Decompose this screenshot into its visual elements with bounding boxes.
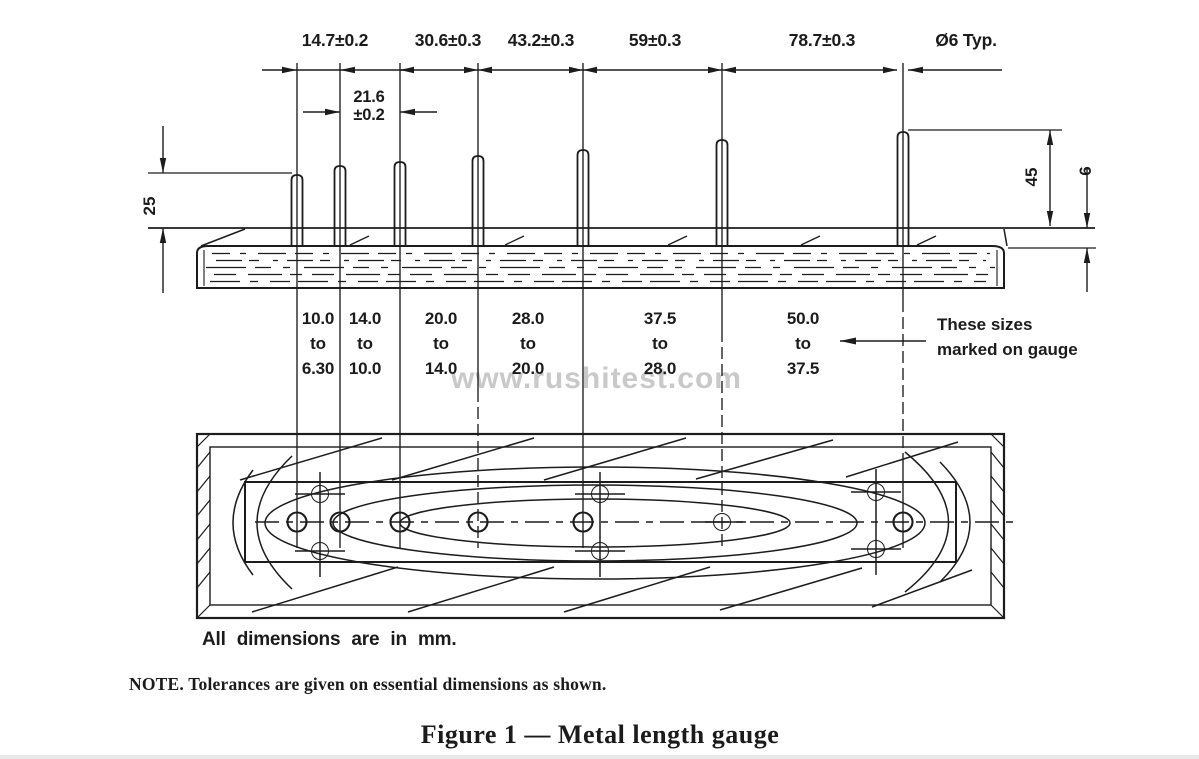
side-view xyxy=(148,131,1095,289)
range-3-to: to xyxy=(433,334,449,353)
range-5-max: 37.5 xyxy=(643,309,677,328)
figure-caption: Figure 1 — Metal length gauge xyxy=(420,720,780,749)
range-2-to: to xyxy=(357,334,373,353)
gauge-pins xyxy=(290,131,910,247)
annotation-line-1: These sizes xyxy=(937,315,1033,334)
range-5-min: 28.0 xyxy=(643,359,677,378)
size-range-3: 20.0 to 14.0 xyxy=(425,306,457,381)
range-1-max: 10.0 xyxy=(301,309,335,328)
range-4-min: 20.0 xyxy=(511,359,545,378)
end-grain-hatch xyxy=(196,433,1005,619)
pin-holes xyxy=(286,511,914,533)
range-6-to: to xyxy=(795,334,811,353)
dim-label-pin-diameter: Ø6 Typ. xyxy=(935,30,997,50)
size-range-2: 14.0 to 10.0 xyxy=(349,306,381,381)
dim-label-59: 59±0.3 xyxy=(628,30,682,50)
screw-holes xyxy=(311,483,885,560)
dim-21-6-tolerance: ±0.2 xyxy=(353,106,385,124)
plan-view xyxy=(195,432,1016,620)
dim-label-43-2: 43.2±0.3 xyxy=(507,30,575,50)
side-wood-grain xyxy=(206,252,995,283)
range-2-max: 14.0 xyxy=(348,309,382,328)
watermark: www.rushitest.com xyxy=(451,362,742,395)
range-1-to: to xyxy=(310,334,326,353)
range-2-min: 10.0 xyxy=(348,359,382,378)
scan-edge xyxy=(0,755,1199,759)
plan-wood-grain xyxy=(232,437,973,613)
size-range-1: 10.0 to 6.30 xyxy=(302,306,334,381)
dim-label-78-7: 78.7±0.3 xyxy=(788,30,856,50)
range-3-min: 14.0 xyxy=(424,359,458,378)
range-5-to: to xyxy=(652,334,668,353)
tolerance-note: NOTE. Tolerances are given on essential … xyxy=(129,674,607,694)
dim-label-21-6: 21.6 ±0.2 xyxy=(353,88,385,124)
range-6-max: 50.0 xyxy=(786,309,820,328)
screw-hole-axes xyxy=(295,469,901,577)
gauge-marking-annotation: These sizes marked on gauge xyxy=(937,312,1078,362)
range-1-min: 6.30 xyxy=(301,359,335,378)
size-range-4: 28.0 to 20.0 xyxy=(512,306,544,381)
annotation-line-2: marked on gauge xyxy=(937,340,1078,359)
size-range-6: 50.0 to 37.5 xyxy=(787,306,819,381)
range-4-to: to xyxy=(520,334,536,353)
size-range-5: 37.5 to 28.0 xyxy=(644,306,676,381)
dim-label-14-7: 14.7±0.2 xyxy=(301,30,369,50)
plate-bevel-ticks xyxy=(349,235,937,246)
dimension-lines xyxy=(148,66,1096,345)
units-note: All dimensions are in mm. xyxy=(202,629,457,650)
projection-lines xyxy=(296,63,904,548)
range-6-min: 37.5 xyxy=(786,359,820,378)
dim-21-6-value: 21.6 xyxy=(353,88,385,106)
board-outline xyxy=(195,432,1006,620)
range-3-max: 20.0 xyxy=(424,309,458,328)
range-4-max: 28.0 xyxy=(511,309,545,328)
dim-label-30-6: 30.6±0.3 xyxy=(414,30,482,50)
